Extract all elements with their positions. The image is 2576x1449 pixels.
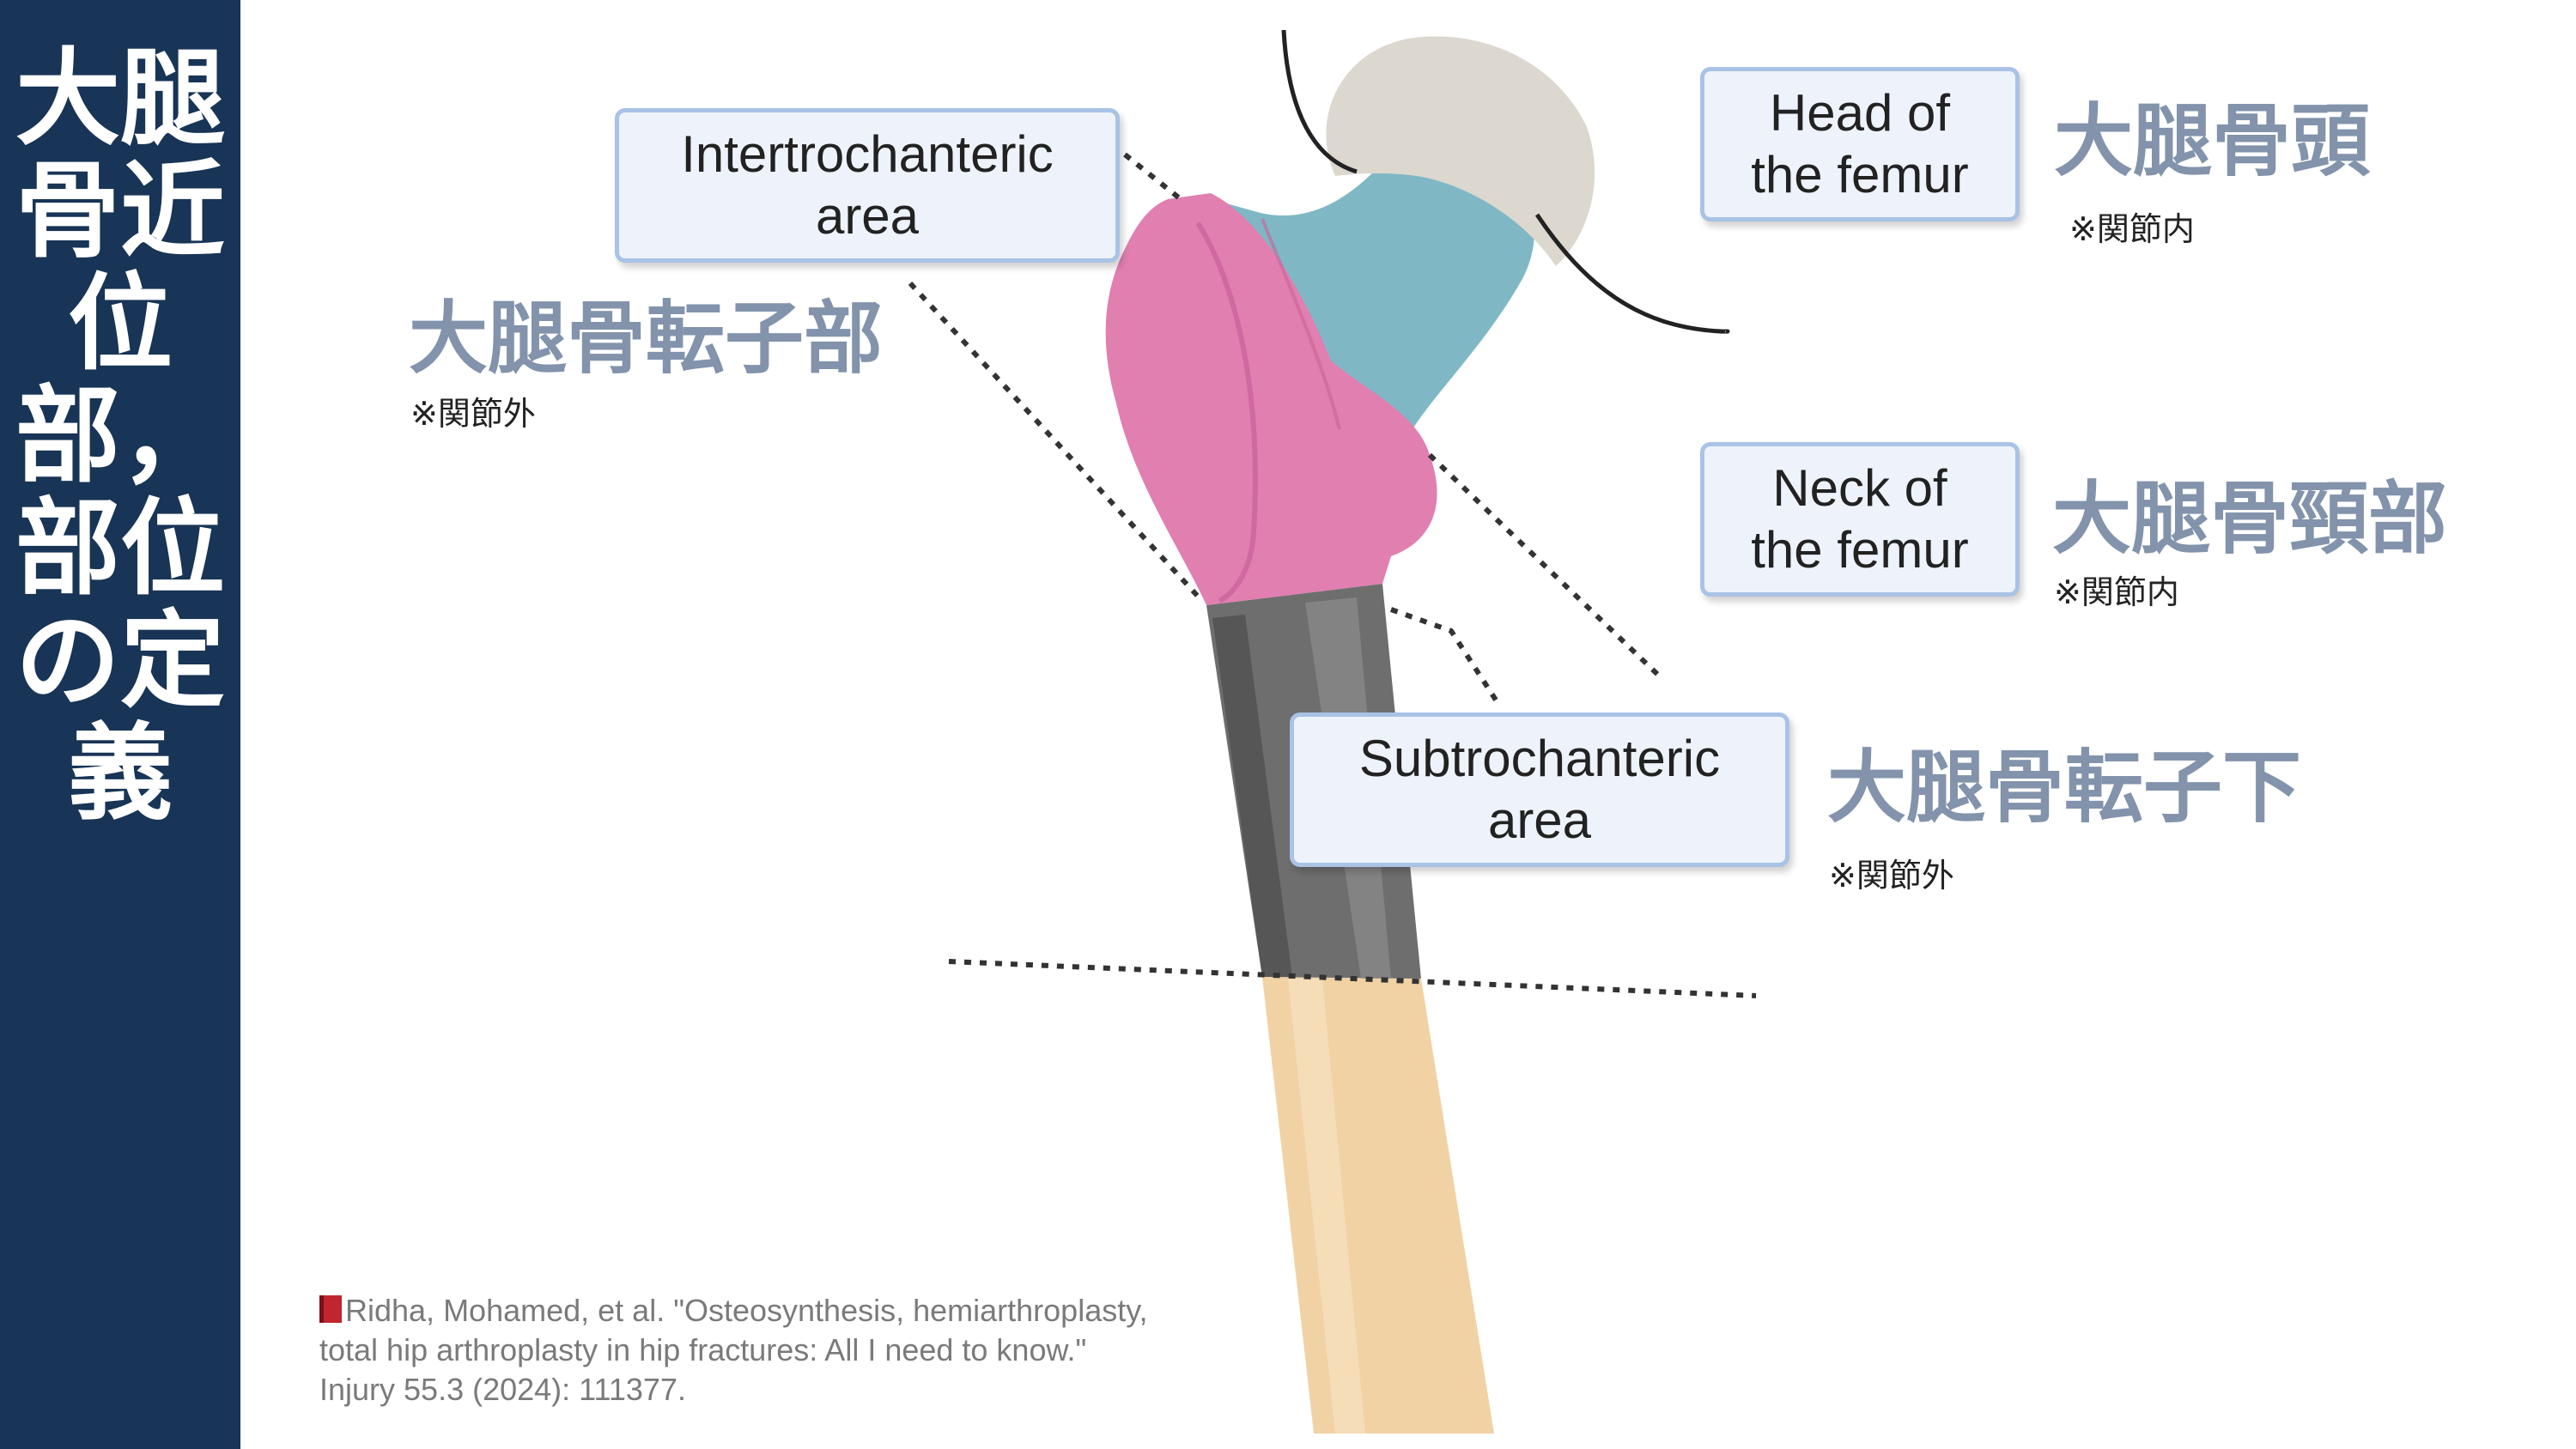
citation-line1: Ridha, Mohamed, et al. "Osteosynthesis, … [345, 1293, 1148, 1328]
sidebar: 大腿骨近位部，部位の定義 [0, 0, 240, 1449]
neck-label-line2: the femur [1751, 521, 1969, 579]
intertrochanteric-label-line2: area [815, 187, 920, 245]
head-label-line1: Head of [1769, 84, 1951, 142]
joint-capsule-line [1281, 29, 1730, 334]
intertrochanteric-area-box: Intertrochanteric area [615, 108, 1120, 263]
head-of-femur-box: Head of the femur [1700, 67, 2020, 221]
head-jp-title: 大腿骨頭 [2054, 95, 2371, 187]
neck-of-femur-box: Neck of the femur [1700, 442, 2020, 597]
trochanteric-jp-note: ※関節外 [410, 395, 536, 433]
book-icon [319, 1295, 342, 1323]
subtrochanteric-label-line2: area [1487, 791, 1592, 849]
slide-title: 大腿骨近位部，部位の定義 [15, 38, 225, 834]
trochanteric-jp-title: 大腿骨転子部 [409, 293, 884, 385]
intertrochanteric-label-line1: Intertrochanteric [681, 125, 1054, 183]
femur-head [1326, 36, 1595, 266]
subtrochanteric-jp-note: ※関節外 [1829, 857, 1954, 894]
subtrochanteric-jp-title: 大腿骨転子下 [1827, 742, 2302, 834]
neck-label-line1: Neck of [1772, 459, 1947, 517]
neck-jp-note: ※関節内 [2054, 573, 2179, 611]
subtrochanteric-label-line1: Subtrochanteric [1358, 730, 1721, 787]
dotted-guide-lines [908, 152, 1757, 998]
head-jp-note: ※関節内 [2069, 210, 2195, 248]
intertrochanteric-region [1105, 193, 1437, 605]
femur-neck [1211, 136, 1535, 429]
head-label-line2: the femur [1751, 146, 1969, 203]
citation-line2: total hip arthroplasty in hip fractures:… [319, 1332, 1087, 1367]
citation: Ridha, Mohamed, et al. "Osteosynthesis, … [319, 1291, 1264, 1410]
subtrochanteric-area-box: Subtrochanteric area [1290, 712, 1789, 867]
citation-line3: Injury 55.3 (2024): 111377. [319, 1372, 686, 1407]
neck-jp-title: 大腿骨頸部 [2052, 473, 2448, 565]
